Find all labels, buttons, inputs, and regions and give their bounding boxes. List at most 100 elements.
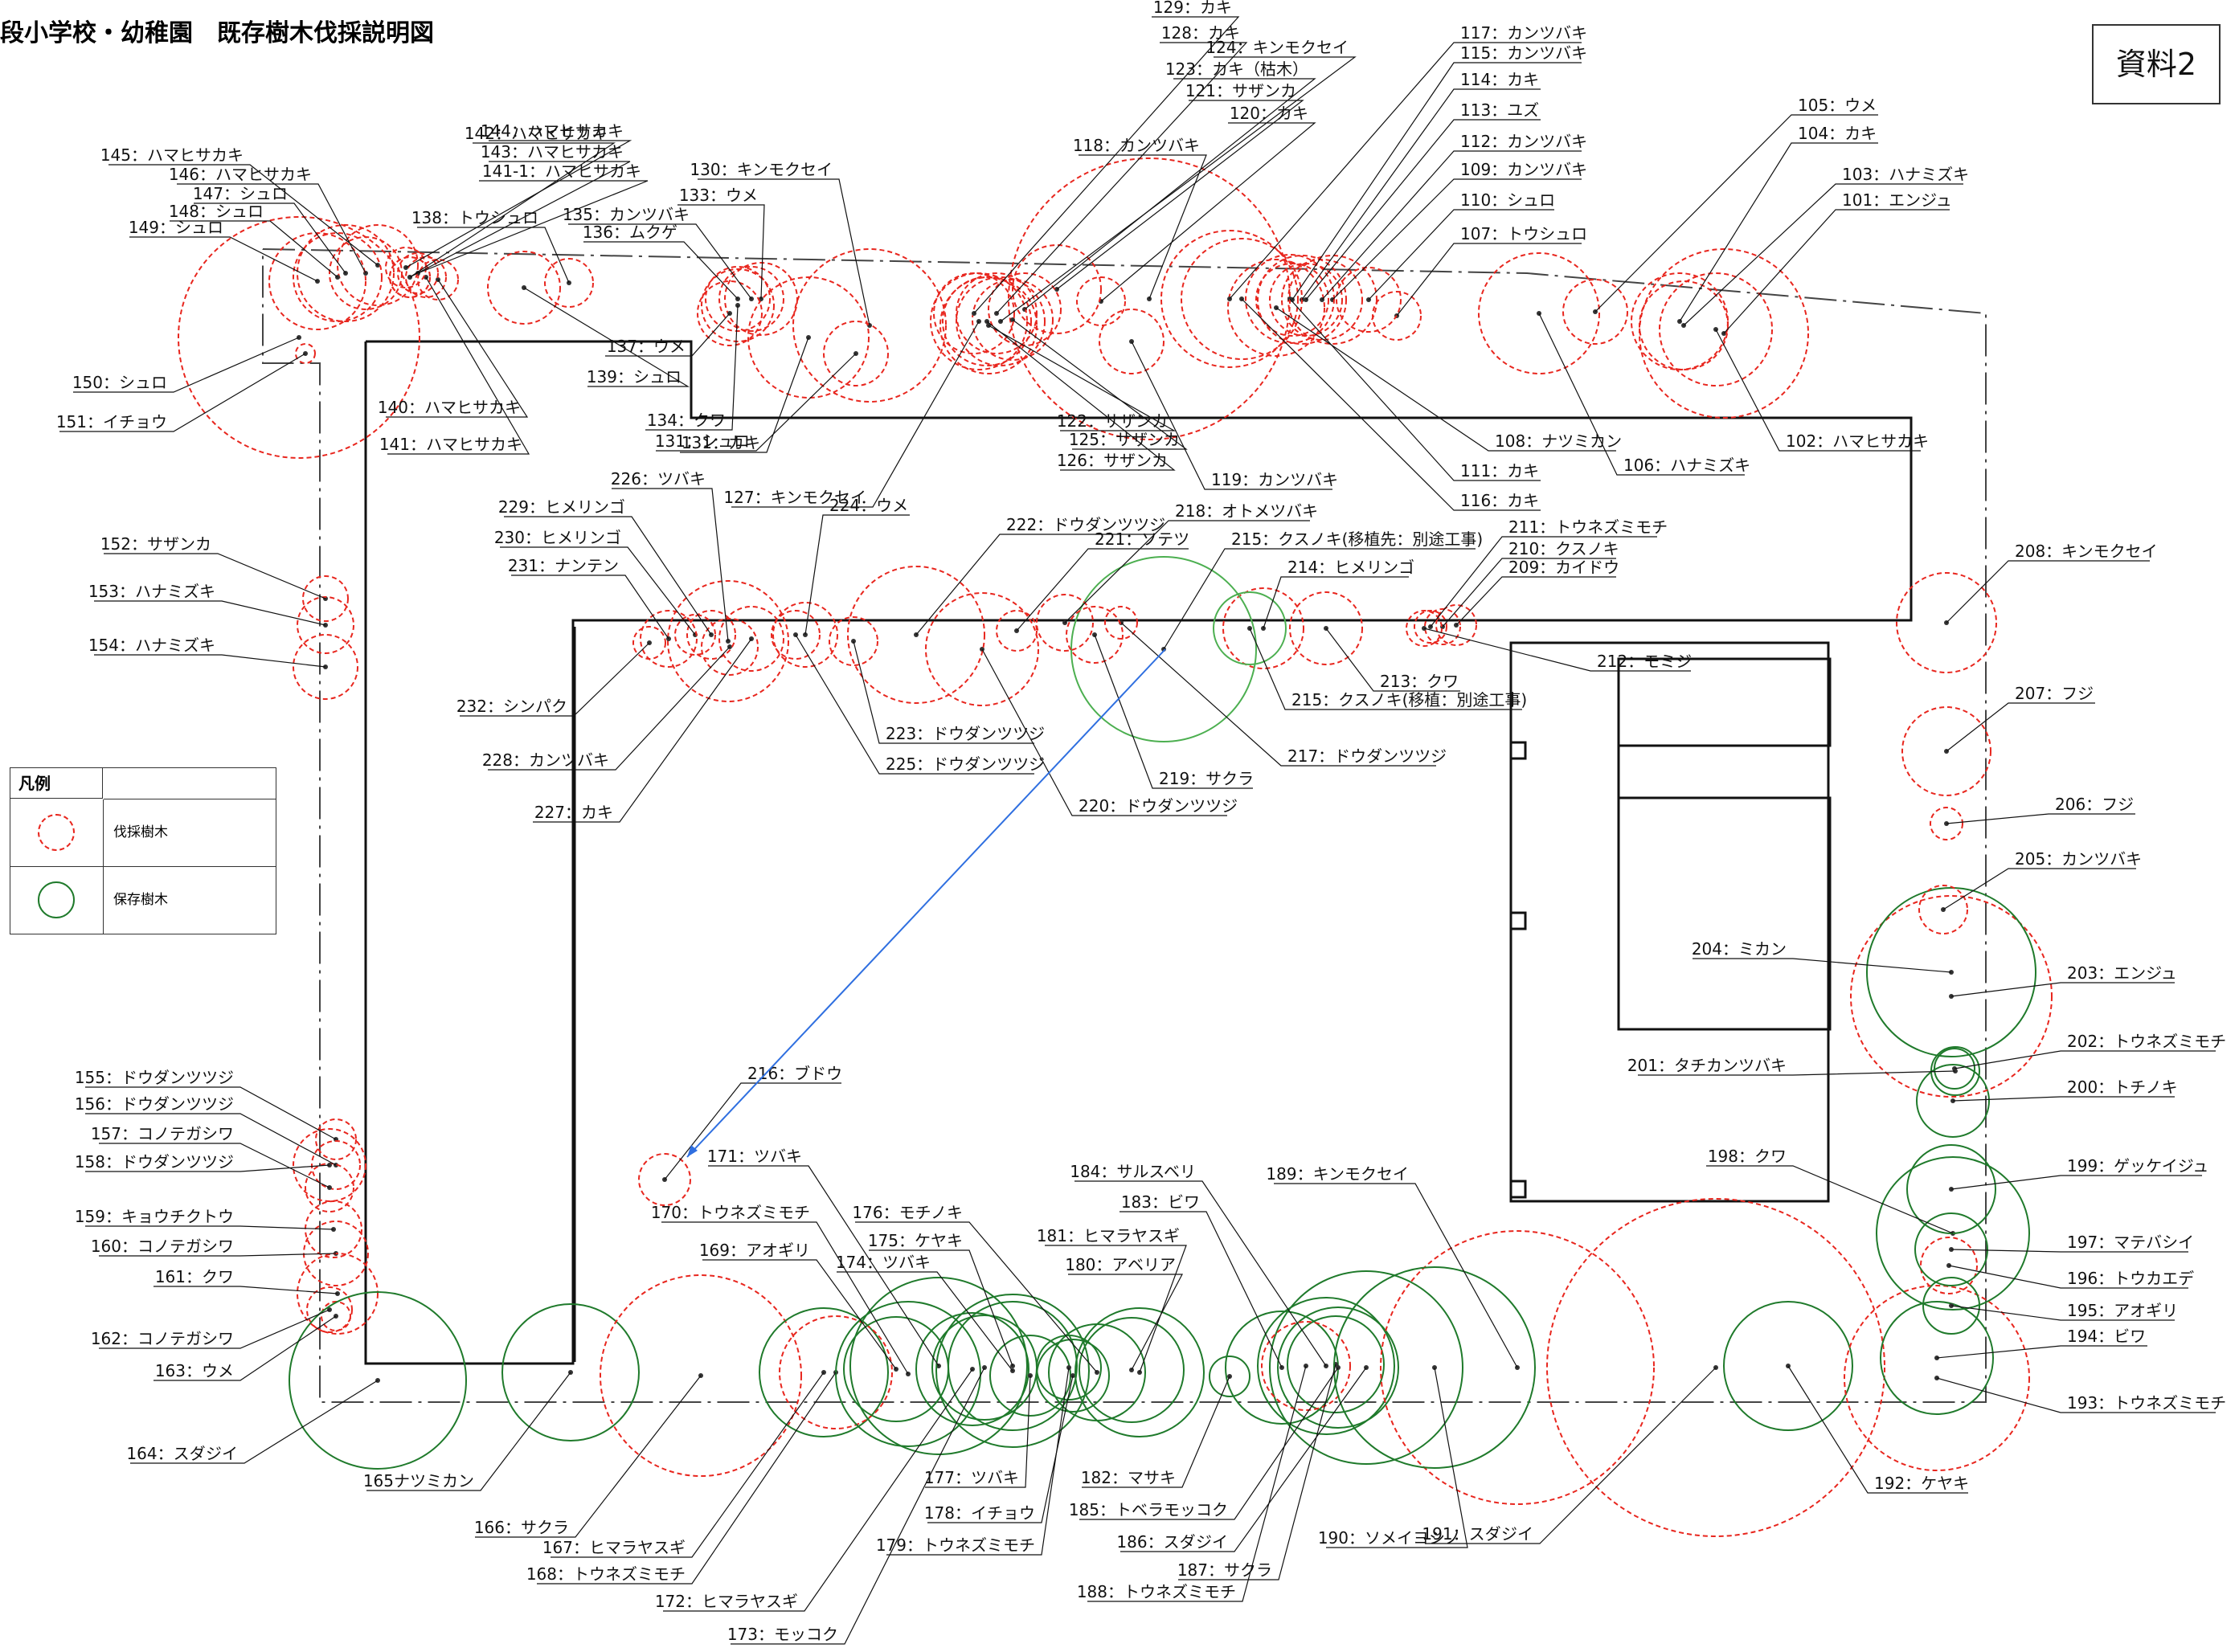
tree-label: 189：キンモクセイ [1266,1164,1409,1184]
leader-line [533,638,752,823]
tree-canopy-cut [792,248,947,403]
leader-line [1082,1376,1230,1488]
legend: 凡例 伐採樹木 保存樹木 [10,767,276,934]
leader-line [1229,42,1582,300]
tree-canopy-cut [1257,255,1347,345]
leader-line [1120,1211,1283,1368]
tree-label: 124：キンモクセイ [1205,38,1349,57]
tree-canopy-cut [405,256,447,298]
legend-label: 伐採樹木 [113,824,168,840]
tree-label: 109：カンツバキ [1460,160,1587,179]
leader-line [1000,56,1357,322]
tree-label: 201：タチカンツバキ [1627,1056,1787,1075]
tree-label: 207：フジ [2015,684,2094,703]
leader-line [1289,298,1541,481]
tree-label: 147：シュロ [193,184,288,203]
tree-canopy-keep [1036,1339,1110,1413]
leader-line [708,1165,939,1367]
tree-canopy-keep [935,1294,1090,1448]
tree-label: 198：クワ [1708,1147,1787,1166]
tree-label: 127：キンモクセイ [723,488,866,507]
leader-line [1056,100,1304,290]
leader-line [869,1249,1013,1367]
tree-canopy-cut [297,1253,379,1335]
tree-label: 140：ハマヒサカキ [378,398,521,417]
leader-line [680,337,809,453]
leader-line [973,16,1240,314]
tree-label: 209：カイドウ [1508,558,1619,577]
tree-canopy-keep [1880,1301,1994,1415]
tree-canopy-cut [293,634,358,700]
tree-canopy-keep [1914,1212,1988,1286]
leader-line [1016,548,1189,632]
tree-label: 206：フジ [2055,795,2134,814]
tree-label: 156：ドウダンツツジ [75,1094,234,1114]
leader-line [996,42,1248,314]
leader-line [1683,183,1963,326]
leader-line [645,305,739,431]
tree-label: 163：ウメ [155,1361,234,1380]
tree-canopy-keep [1277,1306,1399,1429]
leader-line [1430,536,1657,628]
tree-label: 164：スダジイ [126,1444,238,1463]
tree-canopy-cut [972,279,1054,361]
leader-line [1100,122,1316,302]
leader-line [99,1309,330,1349]
leader-line [1723,209,1950,334]
leader-line [1396,243,1582,317]
leader-line [1638,1070,1956,1076]
tree-label: 203：エンジュ [2067,963,2177,983]
tree-canopy-cut [1036,594,1094,652]
tree-label: 179：トウネズミモチ [876,1535,1035,1555]
tree-label: 183：ビワ [1121,1192,1200,1212]
document-badge: 資料2 [2092,24,2221,104]
tree-canopy-cut [996,610,1038,652]
tree-label: 191：スダジイ [1422,1524,1533,1544]
leader-line [731,321,980,508]
tree-canopy-cut [925,592,1039,706]
tree-canopy-cut [1918,885,1968,934]
leader-line [99,1253,337,1257]
tree-canopy-cut [1255,263,1329,337]
leader-line [1423,628,1691,672]
leader-line [153,1286,338,1294]
leader-line [1079,1367,1339,1520]
leader-line [656,353,857,452]
tree-label: 170：トウネズミモチ [651,1203,810,1222]
leader-line [568,223,752,300]
leader-line [366,1372,571,1491]
tree-label: 199：ゲッケイジュ [2067,1156,2208,1176]
leader-line [605,313,731,357]
tree-canopy-keep [1079,1317,1185,1423]
tree-canopy-cut [1901,706,1991,796]
tree-canopy-keep [1876,1156,2030,1311]
tree-label: 217：ドウダンツツジ [1287,746,1447,766]
tree-label: 126：サザンカ [1057,451,1168,470]
leader-line [405,140,632,268]
tree-label: 220：ドウダンツツジ [1079,796,1238,816]
tree-canopy-keep [1074,1307,1205,1437]
tree-label: 152：サザンカ [100,534,211,554]
tree-label: 148：シュロ [169,202,264,221]
tree-label: 172：ヒマラヤスギ [655,1592,798,1611]
leader-line [409,161,631,278]
leader-line [661,1221,909,1375]
leader-line [504,516,712,636]
leader-line [1332,178,1582,301]
leader-line [1936,1345,2147,1359]
tree-label: 121：サザンカ [1185,81,1296,100]
leader-line [927,1375,1074,1523]
tree-label: 119：カンツバキ [1211,470,1338,489]
tree-canopy-cut [1639,248,1809,419]
tree-label: 182：マサキ [1081,1468,1176,1487]
tree-canopy-keep [289,1291,467,1470]
tree-label: 231：ナンテン [508,556,619,575]
tree-canopy-keep [1906,1144,1996,1234]
tree-label: 135：カンツバキ [563,205,690,224]
tree-canopy-cut [1269,263,1343,337]
tree-canopy-cut [1261,1321,1351,1411]
tree-label: 229：ヒメリンゴ [498,497,625,517]
leader-line [129,236,318,282]
tree-label: 168：トウネズミモチ [526,1564,686,1584]
tree-label: 102：ハマヒサカキ [1786,431,1929,451]
